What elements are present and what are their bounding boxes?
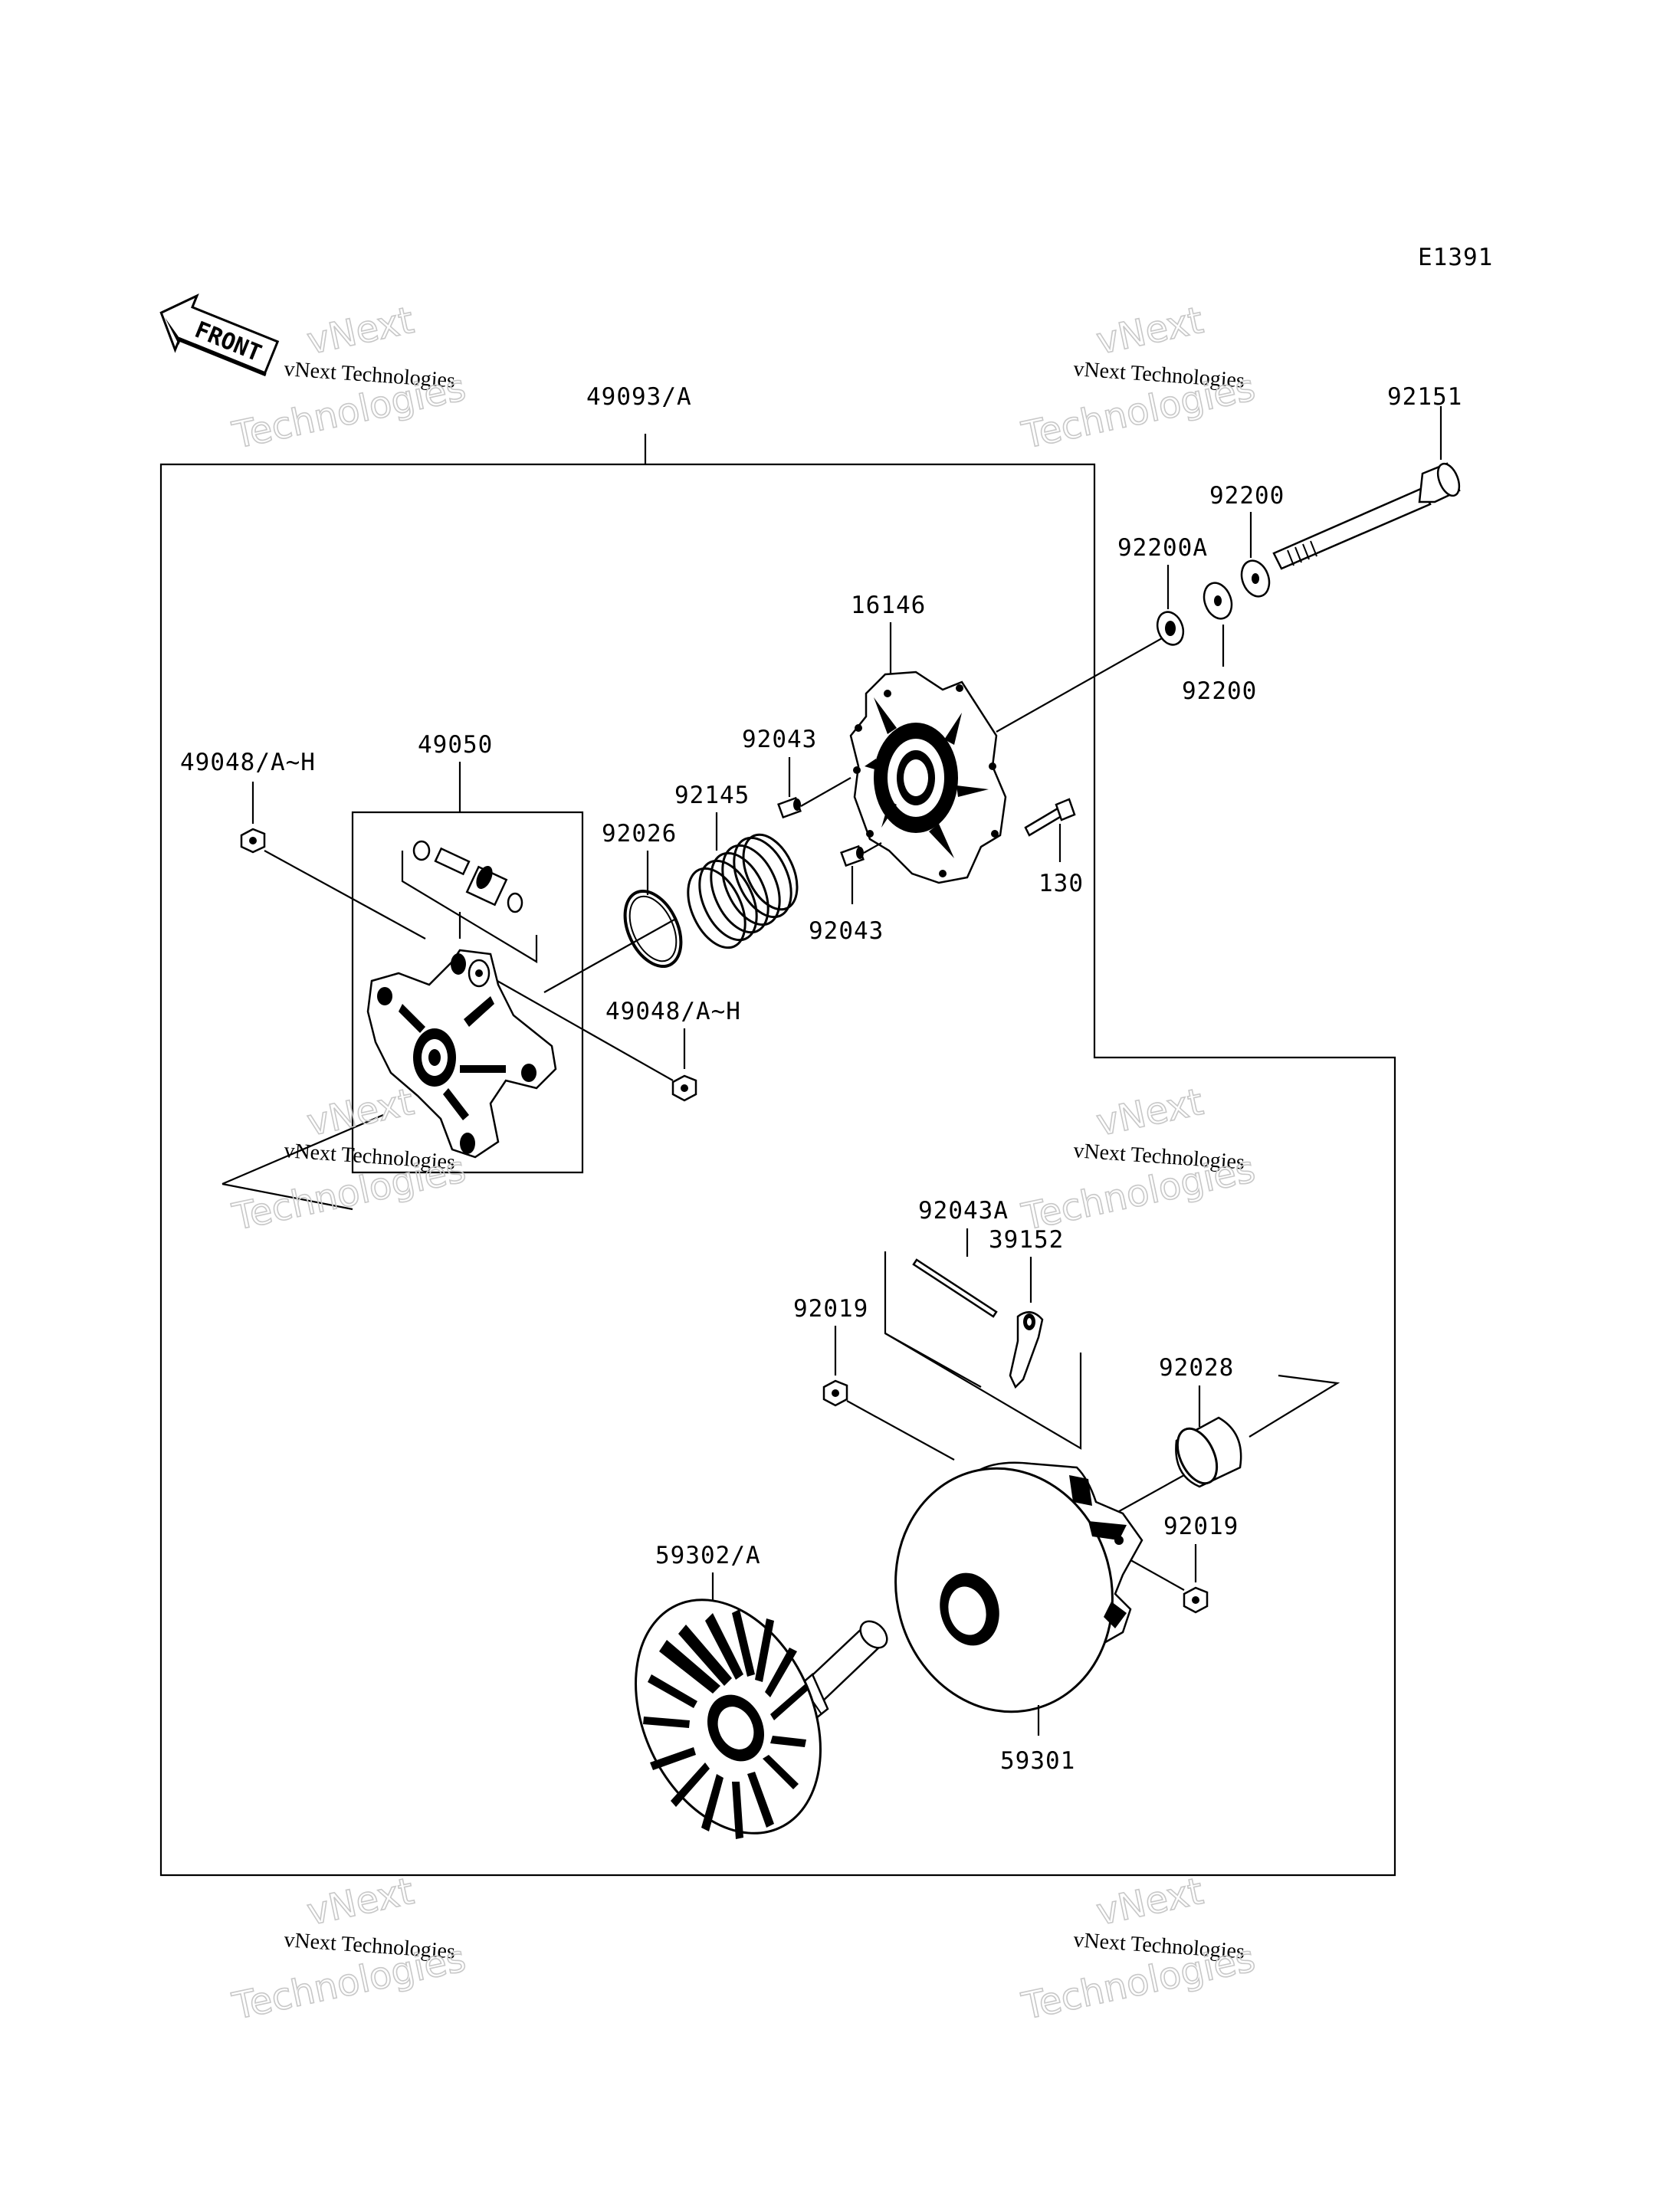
label-92145: 92145 (674, 782, 750, 809)
label-49048-mid: 49048/A~H (605, 998, 741, 1025)
label-92019-left: 92019 (793, 1295, 868, 1323)
label-92200-top: 92200 (1209, 482, 1285, 510)
nut-92019-left: 92019 (793, 1295, 955, 1461)
svg-text:vNext: vNext (1093, 299, 1207, 363)
spring-92145: 92145 (674, 782, 799, 949)
bushing-92028: 92028 (1114, 1354, 1340, 1514)
label-92019-right: 92019 (1163, 1513, 1239, 1540)
pin-92043-top: 92043 (742, 726, 851, 819)
label-92028: 92028 (1159, 1354, 1234, 1382)
pin-92043A: 92043A (884, 1197, 1082, 1450)
svg-text:vNext: vNext (304, 1870, 418, 1934)
fixed-sheave-59302A: 59302/A (635, 1542, 888, 1839)
watermark: vNext Technologies vNext Technologies (1017, 298, 1259, 458)
ring-92026: 92026 (602, 820, 683, 969)
label-59302A: 59302/A (655, 1542, 761, 1569)
pin-92043-bottom: 92043 (809, 842, 884, 945)
label-92043-top: 92043 (742, 726, 817, 753)
label-92043-bottom: 92043 (809, 917, 884, 945)
label-130: 130 (1039, 870, 1084, 897)
svg-text:vNext: vNext (1093, 1870, 1207, 1934)
bolt-130: 130 (1024, 798, 1084, 897)
washer-92200A: 92200A (1117, 534, 1208, 646)
label-49050: 49050 (418, 731, 493, 759)
svg-text:vNext: vNext (304, 299, 418, 363)
label-92026: 92026 (602, 820, 677, 848)
label-59301: 59301 (1000, 1747, 1075, 1775)
label-39152: 39152 (989, 1226, 1064, 1254)
watermark: vNext Technologies vNext Technologies (228, 1869, 470, 2029)
label-92151: 92151 (1387, 383, 1462, 411)
label-49048-top: 49048/A~H (180, 749, 316, 776)
group-label: 49093/A (586, 383, 692, 411)
watermark: vNext Technologies vNext Technologies (1017, 1869, 1259, 2029)
svg-text:vNext: vNext (304, 1080, 418, 1145)
diagram-code: E1391 (1418, 244, 1493, 271)
svg-text:vNext: vNext (1093, 1080, 1207, 1145)
movable-sheave-59301: 59301 (894, 1461, 1144, 1775)
kit-49050: 49050 (351, 731, 584, 1174)
axis-line (543, 919, 675, 993)
assembly-group-outline (159, 463, 1396, 1877)
label-92200A: 92200A (1117, 534, 1208, 562)
nut-92019-right: 92019 (1126, 1513, 1239, 1614)
watermark: vNext Technologies vNext Technologies (228, 298, 470, 458)
label-16146: 16146 (851, 592, 926, 619)
weight-hub-assembly (221, 949, 557, 1211)
washer-92200-top: 92200 (1209, 482, 1285, 598)
washer-92200-bottom: 92200 (1182, 582, 1257, 705)
nut-49048-top: 49048/A~H (180, 749, 426, 939)
label-92200-bottom: 92200 (1182, 677, 1257, 705)
watermark: vNext Technologies vNext Technologies (1017, 1080, 1259, 1240)
label-92043A: 92043A (918, 1197, 1009, 1225)
nut-49048-mid: 49048/A~H (490, 976, 741, 1102)
spider-plate-16146: 16146 (849, 592, 1007, 884)
arm-39152: 39152 (989, 1226, 1064, 1389)
bolt-92151: 92151 (1272, 383, 1462, 570)
axis-line (996, 631, 1173, 733)
front-arrow-icon: FRONT (159, 293, 280, 377)
